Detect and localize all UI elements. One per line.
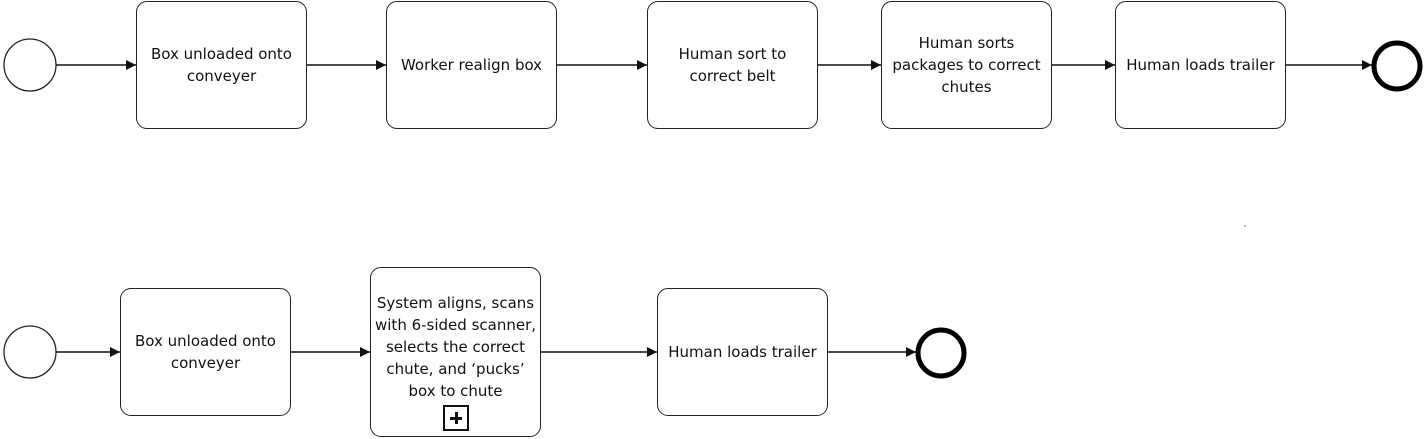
task-label: Human loads trailer — [1126, 56, 1275, 74]
task-human-sort-belt[interactable]: Human sort to correct belt — [647, 1, 818, 129]
task-label: Human sort to correct belt — [678, 45, 787, 85]
start-event-current[interactable] — [3, 38, 57, 92]
task-box-unloaded-current[interactable]: Box unloaded onto conveyer — [136, 1, 307, 129]
task-label: Box unloaded onto conveyer — [151, 45, 292, 85]
task-label: Human loads trailer — [668, 343, 817, 361]
stray-dot — [1244, 225, 1246, 227]
task-human-loads-trailer-automated[interactable]: Human loads trailer — [657, 288, 828, 416]
task-box-unloaded-automated[interactable]: Box unloaded onto conveyer — [120, 288, 291, 416]
end-event-current[interactable] — [1371, 40, 1423, 92]
collapsed-subprocess-plus-icon[interactable] — [443, 405, 469, 431]
task-human-loads-trailer-current[interactable]: Human loads trailer — [1115, 1, 1286, 129]
task-label: Worker realign box — [400, 56, 543, 74]
task-label: Human sorts packages to correct chutes — [892, 34, 1041, 96]
task-label: Box unloaded onto conveyer — [135, 332, 276, 372]
task-human-sort-chutes[interactable]: Human sorts packages to correct chutes — [881, 1, 1052, 129]
end-event-automated[interactable] — [915, 327, 967, 379]
task-system-aligns-scans[interactable]: System aligns, scans with 6-sided scanne… — [370, 267, 541, 437]
start-event-automated[interactable] — [3, 325, 57, 379]
task-worker-realign-box[interactable]: Worker realign box — [386, 1, 557, 129]
task-label: System aligns, scans with 6-sided scanne… — [375, 294, 537, 400]
